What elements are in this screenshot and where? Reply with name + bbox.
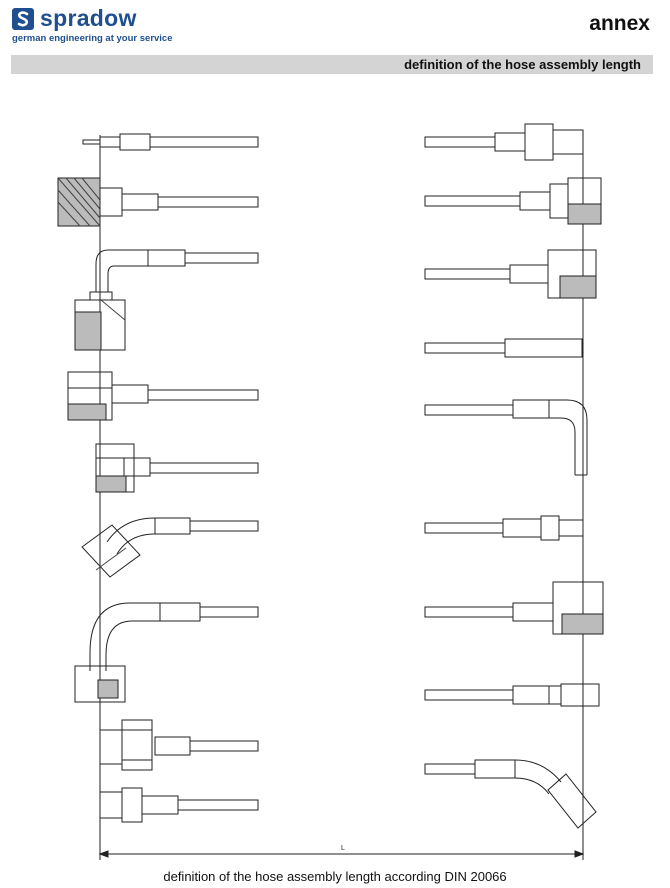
spradow-s-logo-icon [12, 8, 34, 30]
angle-block-large-fitting [424, 581, 604, 635]
page-title: annex [589, 12, 650, 35]
male-thread-fitting [99, 719, 259, 771]
90-degree-tube-bend-fitting [424, 399, 588, 476]
male-adapter-fitting [424, 515, 584, 541]
45-degree-bend-nut-fitting [424, 759, 597, 829]
angle-block-right-fitting [424, 249, 597, 299]
straight-tube-end-fitting [424, 338, 583, 358]
elbow-knurled-coupling-fitting [74, 249, 259, 351]
brand-name: spradow [40, 5, 137, 31]
figure-caption: definition of the hose assembly length a… [163, 869, 507, 884]
straight-nut-fitting [424, 683, 600, 707]
banjo-fitting [67, 371, 259, 421]
banjo-right-fitting [424, 177, 602, 225]
angle-block-fitting [95, 443, 259, 493]
90-degree-elbow-block-fitting [74, 602, 259, 703]
male-thread-small-fitting [99, 787, 259, 823]
brand-logo: spradow german engineering at your servi… [12, 5, 187, 46]
hose-nipple-fitting [82, 133, 259, 151]
dimension-label: L [341, 845, 345, 852]
45-degree-elbow-nut-fitting [81, 517, 259, 578]
section-banner: definition of the hose assembly length [11, 55, 653, 74]
hose-assembly-drawing: L [57, 123, 604, 860]
brand-tagline: german engineering at your service [12, 33, 173, 44]
knurled-coupling-fitting [57, 177, 259, 227]
male-swivel-fitting [424, 123, 584, 161]
section-title: definition of the hose assembly length [404, 57, 641, 72]
